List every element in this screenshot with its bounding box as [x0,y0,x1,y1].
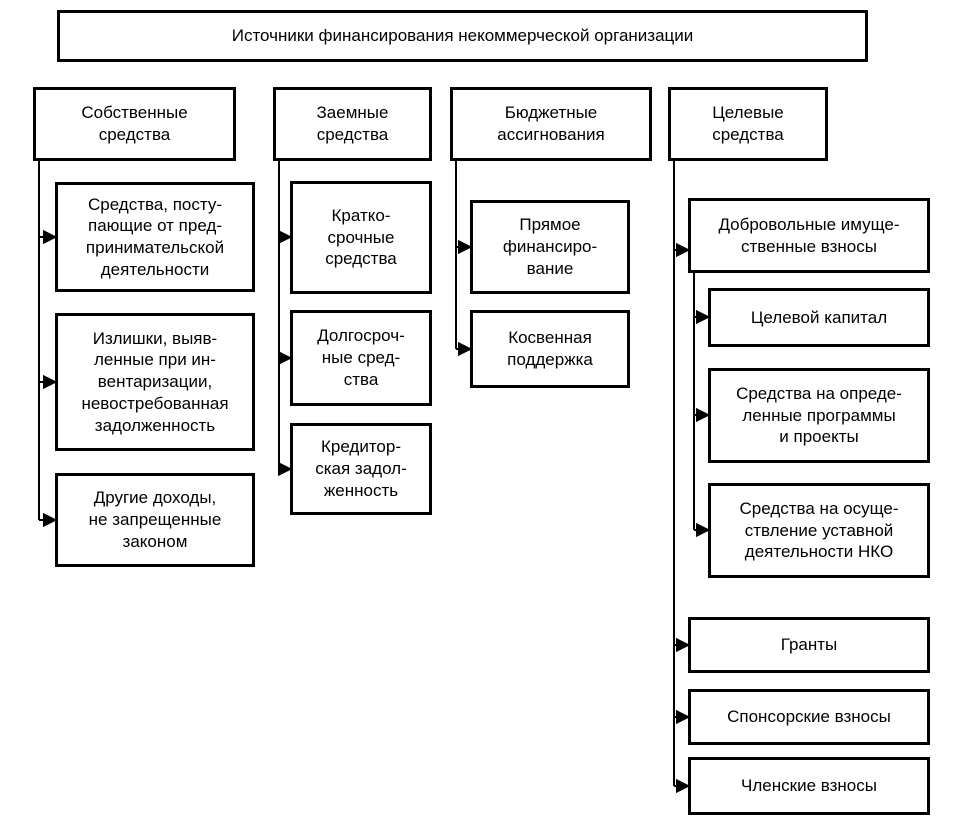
grants-box: Гранты [688,617,930,673]
direct-financing-box: Прямое финансиро- вание [470,200,630,294]
inventory-surplus-box: Излишки, выяв- ленные при ин- вентаризац… [55,313,255,451]
header-borrowed-funds: Заемные средства [273,87,432,161]
header-targeted-funds: Целевые средства [668,87,828,161]
arrow-icon [676,242,691,258]
arrow-icon [676,637,691,653]
arrow-icon [676,709,691,725]
other-income-box: Другие доходы, не запрещенные законом [55,473,255,567]
accounts-payable-box: Кредитор- ская задол- женность [290,423,432,515]
arrow-icon [43,512,58,528]
statutory-activity-funds-box: Средства на осуще- ствление уставной дея… [708,483,930,578]
indirect-support-box: Косвенная поддержка [470,310,630,388]
arrow-icon [696,522,711,538]
header-own-funds: Собственные средства [33,87,236,161]
arrow-icon [278,350,293,366]
arrow-icon [696,407,711,423]
header-budget-allocations: Бюджетные ассигнования [450,87,652,161]
arrow-icon [43,229,58,245]
membership-fees-box: Членские взносы [688,757,930,815]
arrow-icon [458,239,473,255]
voluntary-property-contributions-box: Добровольные имуще- ственные взносы [688,198,930,273]
sponsor-contributions-box: Спонсорские взносы [688,689,930,745]
program-funds-box: Средства на опреде- ленные программы и п… [708,368,930,463]
arrow-icon [43,374,58,390]
title-box: Источники финансирования некоммерческой … [57,10,868,62]
long-term-funds-box: Долгосроч- ные сред- ства [290,310,432,406]
arrow-icon [278,229,293,245]
arrow-icon [458,341,473,357]
arrow-icon [696,309,711,325]
arrow-icon [278,461,293,477]
business-income-box: Средства, посту- пающие от пред- принима… [55,182,255,292]
short-term-funds-box: Кратко- срочные средства [290,181,432,294]
arrow-icon [676,778,691,794]
endowment-capital-box: Целевой капитал [708,288,930,347]
